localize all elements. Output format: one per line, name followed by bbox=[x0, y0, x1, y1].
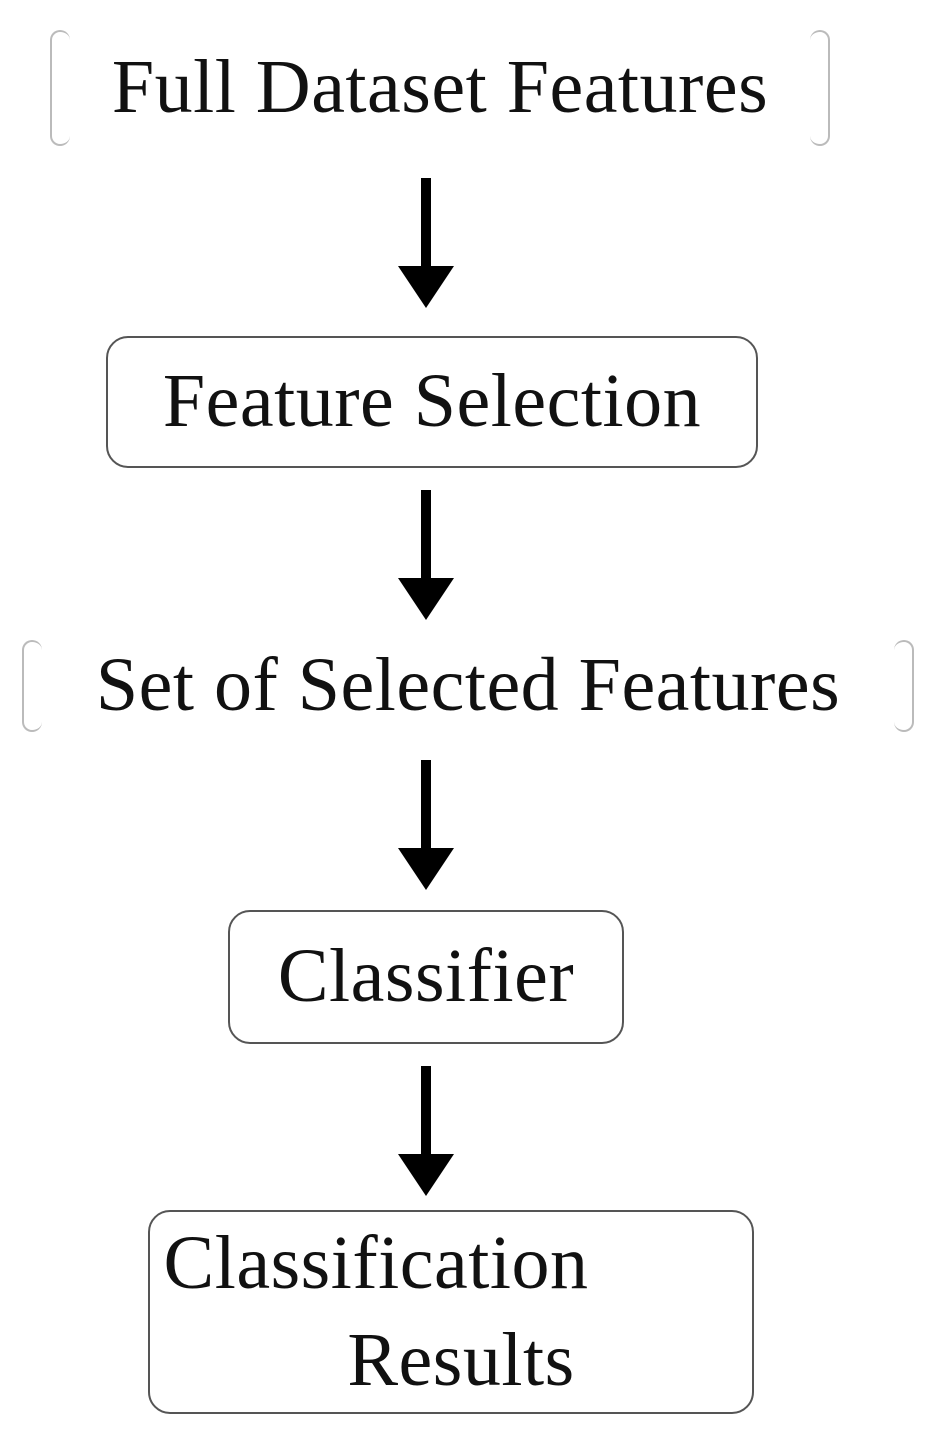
node-set-of-selected-features: Set of Selected Features bbox=[22, 630, 914, 742]
node-full-dataset-features: Full Dataset Features bbox=[50, 20, 830, 156]
node-feature-selection: Feature Selection bbox=[106, 336, 758, 468]
node-classifier: Classifier bbox=[228, 910, 624, 1044]
node-label: Set of Selected Features bbox=[95, 643, 841, 728]
node-label-line: Classification bbox=[163, 1220, 589, 1305]
arrow-down-icon bbox=[398, 490, 454, 620]
arrow-down-icon bbox=[398, 1066, 454, 1196]
node-label: Classifier bbox=[277, 934, 575, 1019]
node-label: Feature Selection bbox=[162, 359, 702, 444]
arrow-down-icon bbox=[398, 178, 454, 308]
node-classification-results: Classification Results bbox=[148, 1210, 754, 1414]
node-label-line: Results bbox=[347, 1318, 575, 1402]
node-label: Full Dataset Features bbox=[111, 45, 769, 130]
arrow-down-icon bbox=[398, 760, 454, 890]
